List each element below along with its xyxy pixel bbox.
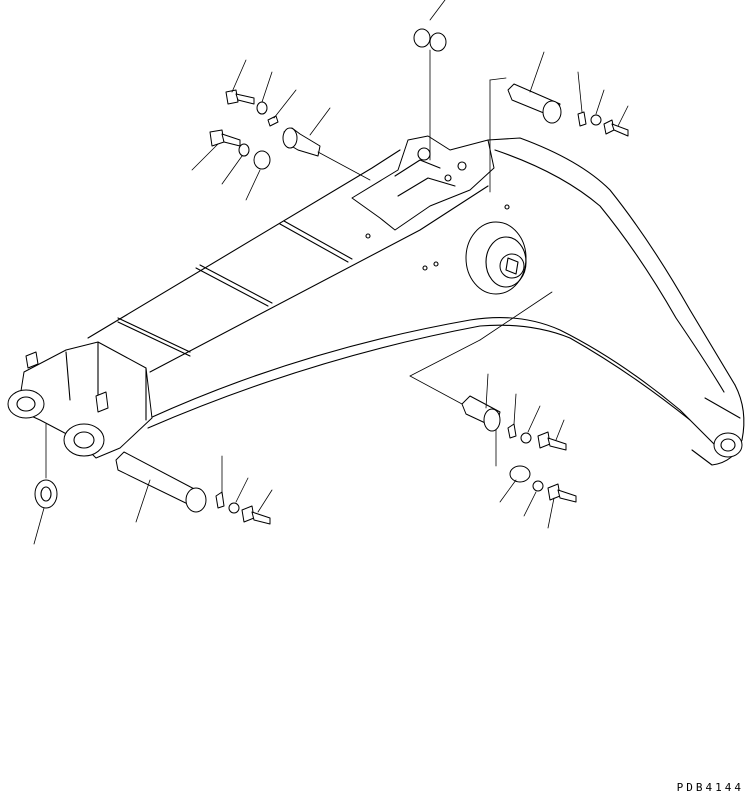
top-washer-group [413, 0, 447, 161]
lower-left-fastener-group [33, 423, 273, 545]
upper-left-fastener-group [191, 59, 371, 201]
middle-right-fastener-group [409, 291, 577, 529]
drawing-code: PDB4144 [676, 781, 744, 794]
upper-right-fastener-group [489, 51, 629, 193]
boom-pivot-boss [465, 221, 527, 295]
boom-foot [7, 341, 153, 459]
boom-body [87, 135, 745, 466]
